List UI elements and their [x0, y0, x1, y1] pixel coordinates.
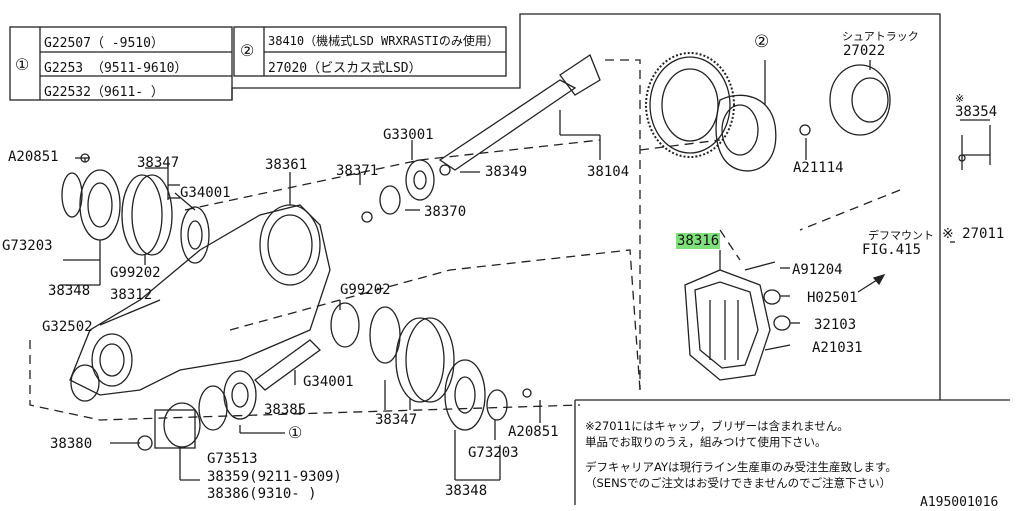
part-label-g99202-mid[interactable]: G99202 [340, 282, 391, 298]
note-line-4: （SENSでのご注文はお受けできませんのでご注意下さい） [585, 476, 892, 490]
part-label-38316[interactable]: 38316 [676, 233, 721, 249]
legend-row2-a: 38410（機械式LSD WRXRASTIのみ使用） [268, 34, 499, 48]
note-line-3: デフキャリアAYは現行ライン生産車のみ受注生産致します。 [585, 460, 897, 474]
part-label-38385[interactable]: 38385 [264, 402, 307, 418]
part-label-a21114[interactable]: A21114 [793, 160, 844, 176]
part-label-marker-1: ① [288, 423, 303, 442]
part-label-38371[interactable]: 38371 [336, 163, 379, 179]
note-line-2: 単品でお取りのうえ，組みつけて使用下さい。 [585, 435, 827, 449]
part-label-38312[interactable]: 38312 [110, 287, 153, 303]
part-label-g73513[interactable]: G73513 [207, 451, 258, 467]
part-label-a20851-top[interactable]: A20851 [8, 149, 59, 165]
legend-marker-1: ① [15, 55, 30, 74]
part-label-32103[interactable]: 32103 [814, 317, 857, 333]
legend-row2-b: 27020（ビスカス式LSD） [268, 61, 422, 76]
part-label-diff-mount: デフマウント [868, 229, 934, 242]
part-label-shoe-track: シュアトラック [842, 30, 919, 43]
part-label-g34001-mid[interactable]: G34001 [303, 374, 354, 390]
part-label-g73203-bot[interactable]: G73203 [468, 445, 519, 461]
diagram-reference-code: A195001016 [920, 495, 999, 510]
highlighted-part-38316[interactable]: 38316 [676, 233, 721, 249]
part-label-38349[interactable]: 38349 [485, 164, 528, 180]
part-label-a91204[interactable]: A91204 [792, 262, 843, 278]
part-label-g73203-left[interactable]: G73203 [2, 238, 53, 254]
part-label-38348-bot[interactable]: 38348 [445, 483, 488, 499]
part-label-g32502[interactable]: G32502 [42, 319, 93, 335]
part-label-g99202-left[interactable]: G99202 [110, 265, 161, 281]
legend-row1-b: G2253 （9511-9610） [44, 61, 188, 76]
part-label-38347-top[interactable]: 38347 [137, 155, 180, 171]
part-label-marker-2: ② [754, 32, 770, 52]
part-label-38359[interactable]: 38359(9211-9309) [207, 469, 342, 485]
part-label-g34001-top[interactable]: G34001 [180, 185, 231, 201]
part-label-a21031[interactable]: A21031 [812, 340, 863, 356]
part-label-38370[interactable]: 38370 [424, 204, 467, 220]
part-label-27022[interactable]: 27022 [843, 43, 886, 59]
part-label-27011[interactable]: ※ 27011 [942, 226, 1005, 242]
legend-row1-c: G22532（9611- ） [44, 85, 164, 100]
part-label-38361[interactable]: 38361 [265, 157, 308, 173]
part-label-asterisk-38354: ※ [955, 92, 965, 105]
part-label-38347-mid[interactable]: 38347 [375, 412, 418, 428]
part-label-fig-415[interactable]: FIG.415 [862, 242, 922, 258]
part-label-g33001[interactable]: G33001 [383, 127, 434, 143]
part-label-38386[interactable]: 38386(9310- ) [207, 486, 317, 502]
part-label-38354[interactable]: 38354 [955, 104, 998, 120]
part-label-a20851-bot[interactable]: A20851 [508, 424, 559, 440]
note-line-1: ※27011にはキャップ，ブリザーは含まれません。 [585, 419, 849, 433]
legend-marker-2: ② [240, 41, 255, 60]
legend-row1-a: G22507（ -9510） [44, 36, 164, 51]
part-label-38104[interactable]: 38104 [587, 164, 630, 180]
part-label-h02501[interactable]: H02501 [807, 290, 858, 306]
part-label-38380[interactable]: 38380 [50, 436, 93, 452]
part-label-38348-left[interactable]: 38348 [48, 283, 91, 299]
